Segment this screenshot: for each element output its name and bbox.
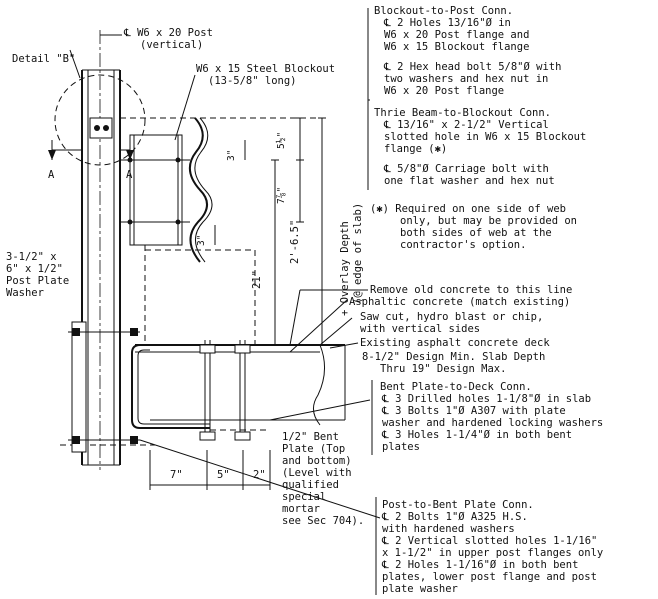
bent-plates: [71, 321, 210, 453]
note-leaders: [139, 99, 381, 519]
svg-text:flange (✱): flange (✱): [384, 143, 447, 155]
svg-text:℄ 3 Bolts 1"Ø A307 with plate: ℄ 3 Bolts 1"Ø A307 with plate: [381, 405, 566, 417]
svg-text:plate washer: plate washer: [382, 583, 458, 595]
svg-text:special: special: [282, 491, 326, 503]
deck-slab: [135, 344, 346, 426]
svg-text:Thrie Beam-to-Blockout Conn.: Thrie Beam-to-Blockout Conn.: [374, 107, 551, 119]
svg-text:℄ 3 Drilled holes 1-1/8"Ø in s: ℄ 3 Drilled holes 1-1/8"Ø in slab: [381, 393, 591, 405]
saw-cut-label-2: with vertical sides: [360, 323, 480, 335]
svg-text:Blockout-to-Post Conn.: Blockout-to-Post Conn.: [374, 5, 513, 17]
svg-text:℄ 2 Holes 1-1/16"Ø in both ben: ℄ 2 Holes 1-1/16"Ø in both bent: [381, 559, 578, 571]
svg-text:and bottom): and bottom): [282, 455, 352, 467]
svg-text:Bent Plate-to-Deck Conn.: Bent Plate-to-Deck Conn.: [380, 381, 532, 393]
note-post-to-bent-plate: Post-to-Bent Plate Conn. ℄ 2 Bolts 1"Ø A…: [381, 499, 603, 595]
deck-bolts: [199, 340, 251, 441]
svg-text:℄ 5/8"Ø Carriage bolt with: ℄ 5/8"Ø Carriage bolt with: [383, 163, 549, 175]
remove-concrete-label: Remove old concrete to this line: [370, 284, 572, 296]
note-hex-bolt: ℄ 2 Hex head bolt 5/8"Ø with two washers…: [383, 61, 561, 97]
svg-text:plates: plates: [382, 441, 420, 453]
section-mark-a-left: [48, 140, 82, 160]
svg-text:6" x 1/2": 6" x 1/2": [6, 263, 63, 275]
note-carriage-bolt: ℄ 5/8"Ø Carriage bolt with one flat wash…: [383, 163, 555, 187]
blockout-label-leader: [174, 74, 196, 141]
note-brackets: [367, 8, 377, 595]
dim-5-1-2: 5½": [276, 132, 287, 149]
overlay-depth-sub: (@ edge of slab): [352, 203, 364, 304]
dim-2: 2": [253, 469, 266, 481]
svg-text:two washers and hex nut in: two washers and hex nut in: [384, 73, 548, 85]
svg-text:W6 x 20 Post flange and: W6 x 20 Post flange and: [384, 29, 529, 41]
svg-text:one flat washer and hex nut: one flat washer and hex nut: [384, 175, 555, 187]
asphaltic-concrete-label: Asphaltic concrete (match existing): [349, 296, 570, 308]
svg-text:both sides of web at the: both sides of web at the: [400, 227, 552, 239]
svg-text:Plate (Top: Plate (Top: [282, 443, 345, 455]
svg-text:plates, lower post flange and: plates, lower post flange and post: [382, 571, 597, 583]
post-title: ℄ W6 x 20 Post: [123, 27, 213, 39]
svg-text:Washer: Washer: [6, 287, 44, 299]
dim-7: 7": [170, 469, 183, 481]
note-thrie-beam: Thrie Beam-to-Blockout Conn. ℄ 13/16" x …: [374, 107, 586, 155]
slab-depth-label-2: Thru 19" Design Max.: [380, 363, 506, 375]
w6x15-blockout: [120, 134, 190, 246]
svg-text:contractor's option.: contractor's option.: [400, 239, 526, 251]
existing-deck-label: Existing asphalt concrete deck: [360, 337, 550, 349]
blockout-subtitle: (13-5/8" long): [208, 75, 297, 87]
note-required: (✱) Required on one side of web only, bu…: [370, 203, 577, 251]
thrie-beam-profile-inner: [194, 117, 213, 263]
dim-2-6-5: 2'-6.5": [289, 220, 301, 264]
svg-text:(Level with: (Level with: [282, 467, 352, 479]
horizontal-dimension-lines: [149, 450, 271, 490]
washer-label: 3-1/2" x 6" x 1/2" Post Plate Washer: [6, 251, 69, 299]
svg-text:℄ 13/16" x 2-1/2" Vertical: ℄ 13/16" x 2-1/2" Vertical: [383, 119, 549, 131]
svg-text:qualified: qualified: [282, 479, 339, 491]
section-mark-a-right-label: A: [126, 169, 133, 181]
svg-text:℄ 2 Holes 13/16"Ø in: ℄ 2 Holes 13/16"Ø in: [383, 17, 511, 29]
svg-text:slotted hole in W6 x 15 Blocko: slotted hole in W6 x 15 Blockout: [384, 131, 586, 143]
dim-5: 5": [217, 469, 230, 481]
note-blockout-to-post: Blockout-to-Post Conn. ℄ 2 Holes 13/16"Ø…: [374, 5, 529, 53]
dim-3-bottom: 3": [196, 235, 207, 246]
svg-text:Post-to-Bent Plate Conn.: Post-to-Bent Plate Conn.: [382, 499, 534, 511]
overlay-depth-label: + Overlay Depth: [339, 221, 351, 316]
svg-text:℄ 2 Bolts 1"Ø A325 H.S.: ℄ 2 Bolts 1"Ø A325 H.S.: [381, 511, 528, 523]
detail-b-label: Detail "B": [12, 53, 75, 65]
svg-text:only, but may be provided on: only, but may be provided on: [400, 215, 577, 227]
svg-text:(✱) Required on one side of we: (✱) Required on one side of web: [370, 203, 566, 215]
svg-text:℄ 3 Holes 1-1/4"Ø in both bent: ℄ 3 Holes 1-1/4"Ø in both bent: [381, 429, 572, 441]
post-to-bent-bolts: [68, 328, 140, 444]
section-mark-a-right: [120, 140, 134, 160]
detail-b-circle: [54, 74, 146, 166]
thrie-beam-profile: [189, 117, 208, 263]
dim-3-top: 3": [226, 150, 237, 161]
post-top-cap: [89, 117, 113, 139]
svg-text:washer and hardened locking wa: washer and hardened locking washers: [382, 417, 603, 429]
svg-text:Post Plate: Post Plate: [6, 275, 69, 287]
svg-text:with hardened washers: with hardened washers: [382, 523, 515, 535]
bent-plate-label: 1/2" Bent Plate (Top and bottom) (Level …: [282, 431, 364, 527]
svg-text:x 1-1/2" in upper post flanges: x 1-1/2" in upper post flanges only: [382, 547, 603, 559]
svg-text:see Sec 704).: see Sec 704).: [282, 515, 364, 527]
post-subtitle: (vertical): [140, 39, 203, 51]
section-mark-a-left-label: A: [48, 169, 55, 181]
svg-text:mortar: mortar: [282, 503, 320, 515]
slab-depth-label-1: 8-1/2" Design Min. Slab Depth: [362, 351, 545, 363]
detail-b-leader: [69, 49, 81, 79]
svg-text:℄ 2 Hex head bolt 5/8"Ø with: ℄ 2 Hex head bolt 5/8"Ø with: [383, 61, 561, 73]
svg-text:3-1/2" x: 3-1/2" x: [6, 251, 57, 263]
blockout-title: W6 x 15 Steel Blockout: [196, 63, 335, 75]
svg-text:W6 x 20 Post flange: W6 x 20 Post flange: [384, 85, 504, 97]
dim-7-7-8: 7⅞": [276, 187, 287, 204]
dim-21: 21": [251, 270, 263, 289]
svg-text:W6 x 15 Blockout flange: W6 x 15 Blockout flange: [384, 41, 529, 53]
svg-text:1/2" Bent: 1/2" Bent: [282, 431, 339, 443]
svg-text:℄ 2 Vertical slotted holes 1-1: ℄ 2 Vertical slotted holes 1-1/16": [381, 535, 597, 547]
saw-cut-label-1: Saw cut, hydro blast or chip,: [360, 311, 543, 323]
note-bent-plate-to-deck: Bent Plate-to-Deck Conn. ℄ 3 Drilled hol…: [380, 381, 603, 453]
